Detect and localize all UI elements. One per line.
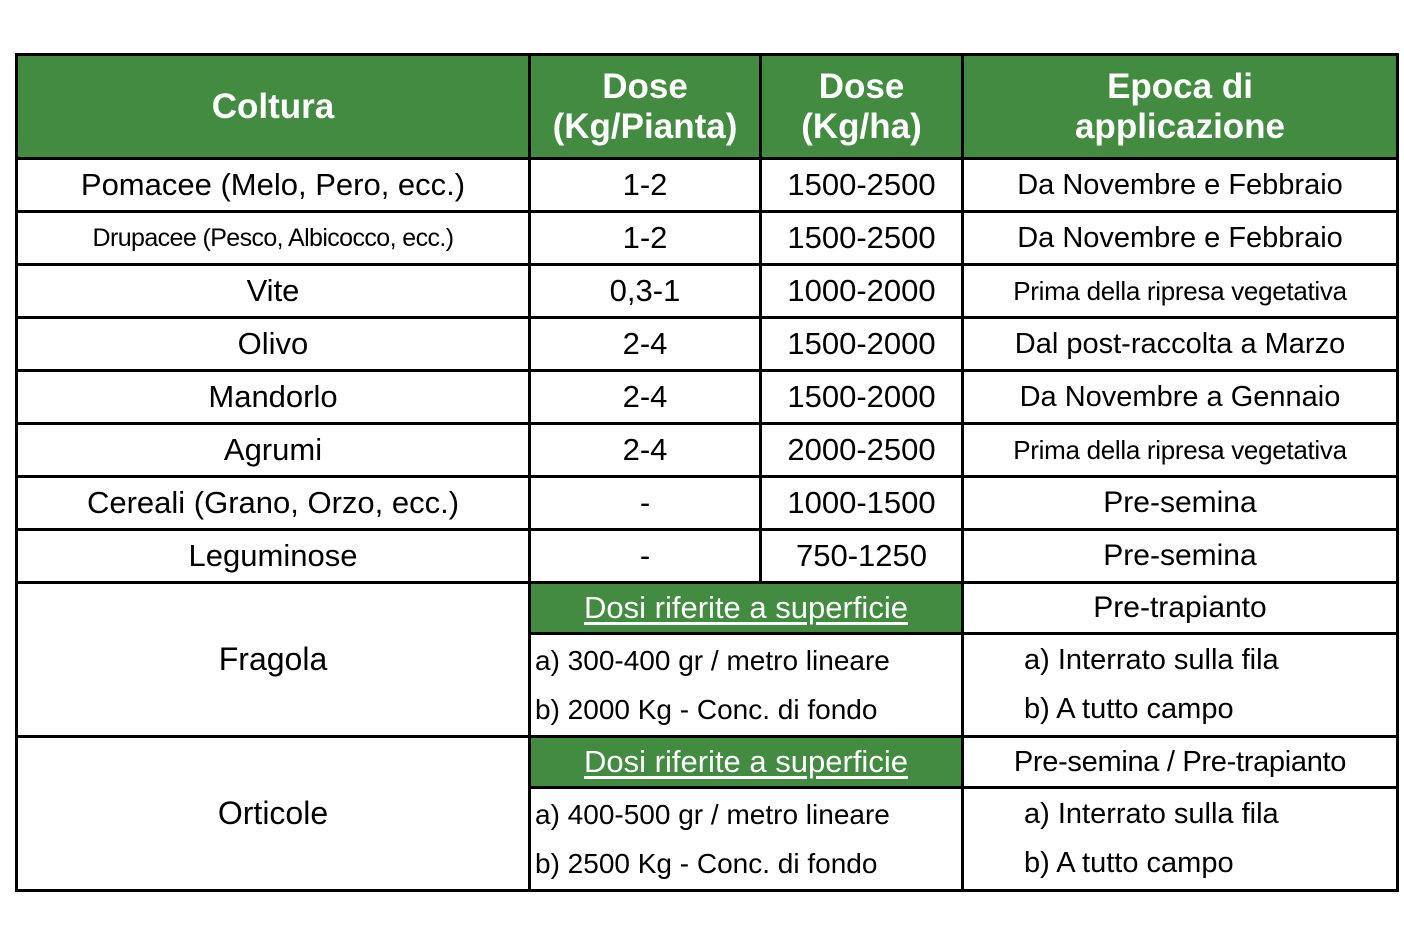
dose-ha-cell: 1500-2000 bbox=[759, 316, 964, 372]
header-application-period-line2: applicazione bbox=[1074, 106, 1286, 146]
dose-plant-cell: 2-4 bbox=[528, 422, 762, 478]
header-dose-per-hectare-line1: Dose bbox=[818, 66, 905, 106]
table-row: Vite 0,3-1 1000-2000 Prima della ripresa… bbox=[15, 263, 1399, 319]
crop-cell: Pomacee (Melo, Pero, ecc.) bbox=[15, 157, 531, 213]
crop-cell: Leguminose bbox=[15, 528, 531, 584]
crop-cell: Drupacee (Pesco, Albicocco, ecc.) bbox=[15, 210, 531, 266]
crop-cell: Fragola bbox=[15, 581, 531, 738]
epoch-cell: Prima della ripresa vegetativa bbox=[961, 263, 1399, 319]
table-row: Leguminose - 750-1250 Pre-semina bbox=[15, 528, 1399, 584]
dose-option-b: b) 2500 Kg - Conc. di fondo bbox=[535, 848, 878, 879]
epoch-cell: Pre-semina bbox=[961, 528, 1399, 584]
table-header-row: Coltura Dose (Kg/Pianta) Dose (Kg/ha) Ep… bbox=[15, 53, 1399, 160]
crop-cell: Vite bbox=[15, 263, 531, 319]
crop-cell: Olivo bbox=[15, 316, 531, 372]
dose-plant-cell: - bbox=[528, 528, 762, 584]
dose-plant-cell: - bbox=[528, 475, 762, 531]
table-row-fragola-details: a) 300-400 gr / metro lineare b) 2000 Kg… bbox=[17, 632, 1399, 738]
dose-option-b: b) 2000 Kg - Conc. di fondo bbox=[535, 694, 878, 725]
crop-cell: Agrumi bbox=[15, 422, 531, 478]
table-row-orticole-details: a) 400-500 gr / metro lineare b) 2500 Kg… bbox=[17, 786, 1399, 892]
epoch-option-a: a) Interrato sulla fila bbox=[1024, 644, 1279, 676]
table-row: Olivo 2-4 1500-2000 Dal post-raccolta a … bbox=[15, 316, 1399, 372]
dose-details-cell: a) 300-400 gr / metro lineare b) 2000 Kg… bbox=[528, 632, 964, 738]
header-dose-per-plant-line2: (Kg/Pianta) bbox=[552, 106, 738, 146]
table-row: Agrumi 2-4 2000-2500 Prima della ripresa… bbox=[15, 422, 1399, 478]
surface-dose-header: Dosi riferite a superficie bbox=[528, 735, 964, 789]
table-row-orticole-header: Orticole Dosi riferite a superficie Pre-… bbox=[15, 735, 1399, 892]
dose-option-a: a) 300-400 gr / metro lineare bbox=[535, 645, 890, 676]
table-row: Drupacee (Pesco, Albicocco, ecc.) 1-2 15… bbox=[15, 210, 1399, 266]
dose-plant-cell: 0,3-1 bbox=[528, 263, 762, 319]
header-dose-per-hectare: Dose (Kg/ha) bbox=[759, 53, 964, 160]
surface-dose-header-label: Dosi riferite a superficie bbox=[584, 590, 908, 625]
crop-cell: Orticole bbox=[15, 735, 531, 892]
dose-ha-cell: 1000-2000 bbox=[759, 263, 964, 319]
dose-plant-cell: 1-2 bbox=[528, 210, 762, 266]
table-row: Cereali (Grano, Orzo, ecc.) - 1000-1500 … bbox=[15, 475, 1399, 531]
header-dose-per-hectare-line2: (Kg/ha) bbox=[801, 106, 922, 146]
crop-cell: Cereali (Grano, Orzo, ecc.) bbox=[15, 475, 531, 531]
epoch-details-cell: a) Interrato sulla fila b) A tutto campo bbox=[961, 786, 1399, 892]
dose-plant-cell: 1-2 bbox=[528, 157, 762, 213]
epoch-cell: Dal post-raccolta a Marzo bbox=[961, 316, 1399, 372]
epoch-cell: Da Novembre e Febbraio bbox=[961, 157, 1399, 213]
header-dose-per-plant-line1: Dose bbox=[602, 66, 688, 106]
epoch-cell: Da Novembre e Febbraio bbox=[961, 210, 1399, 266]
dose-ha-cell: 2000-2500 bbox=[759, 422, 964, 478]
surface-dose-header-label: Dosi riferite a superficie bbox=[584, 744, 908, 779]
dose-details-cell: a) 400-500 gr / metro lineare b) 2500 Kg… bbox=[528, 786, 964, 892]
epoch-cell: Pre-semina bbox=[961, 475, 1399, 531]
epoch-cell: Pre-semina / Pre-trapianto bbox=[961, 735, 1399, 789]
epoch-cell: Da Novembre a Gennaio bbox=[961, 369, 1399, 425]
table-row-fragola-header: Fragola Dosi riferite a superficie Pre-t… bbox=[15, 581, 1399, 738]
epoch-cell: Prima della ripresa vegetativa bbox=[961, 422, 1399, 478]
header-application-period-line1: Epoca di bbox=[1107, 66, 1253, 106]
table-row: Pomacee (Melo, Pero, ecc.) 1-2 1500-2500… bbox=[15, 157, 1399, 213]
dose-option-a: a) 400-500 gr / metro lineare bbox=[535, 799, 890, 830]
dose-table: Coltura Dose (Kg/Pianta) Dose (Kg/ha) Ep… bbox=[15, 53, 1399, 892]
dose-plant-cell: 2-4 bbox=[528, 316, 762, 372]
dose-ha-cell: 1500-2000 bbox=[759, 369, 964, 425]
dose-ha-cell: 1500-2500 bbox=[759, 157, 964, 213]
epoch-cell: Pre-trapianto bbox=[961, 581, 1399, 635]
dose-plant-cell: 2-4 bbox=[528, 369, 762, 425]
header-dose-per-plant: Dose (Kg/Pianta) bbox=[528, 53, 762, 160]
dose-ha-cell: 1000-1500 bbox=[759, 475, 964, 531]
crop-cell: Mandorlo bbox=[15, 369, 531, 425]
epoch-option-a: a) Interrato sulla fila bbox=[1024, 798, 1279, 830]
epoch-option-b: b) A tutto campo bbox=[1024, 693, 1234, 725]
header-application-period: Epoca di applicazione bbox=[961, 53, 1399, 160]
surface-dose-header: Dosi riferite a superficie bbox=[528, 581, 964, 635]
dose-ha-cell: 1500-2500 bbox=[759, 210, 964, 266]
dose-ha-cell: 750-1250 bbox=[759, 528, 964, 584]
header-crop: Coltura bbox=[15, 53, 531, 160]
epoch-option-b: b) A tutto campo bbox=[1024, 847, 1234, 879]
table-row: Mandorlo 2-4 1500-2000 Da Novembre a Gen… bbox=[15, 369, 1399, 425]
epoch-details-cell: a) Interrato sulla fila b) A tutto campo bbox=[961, 632, 1399, 738]
